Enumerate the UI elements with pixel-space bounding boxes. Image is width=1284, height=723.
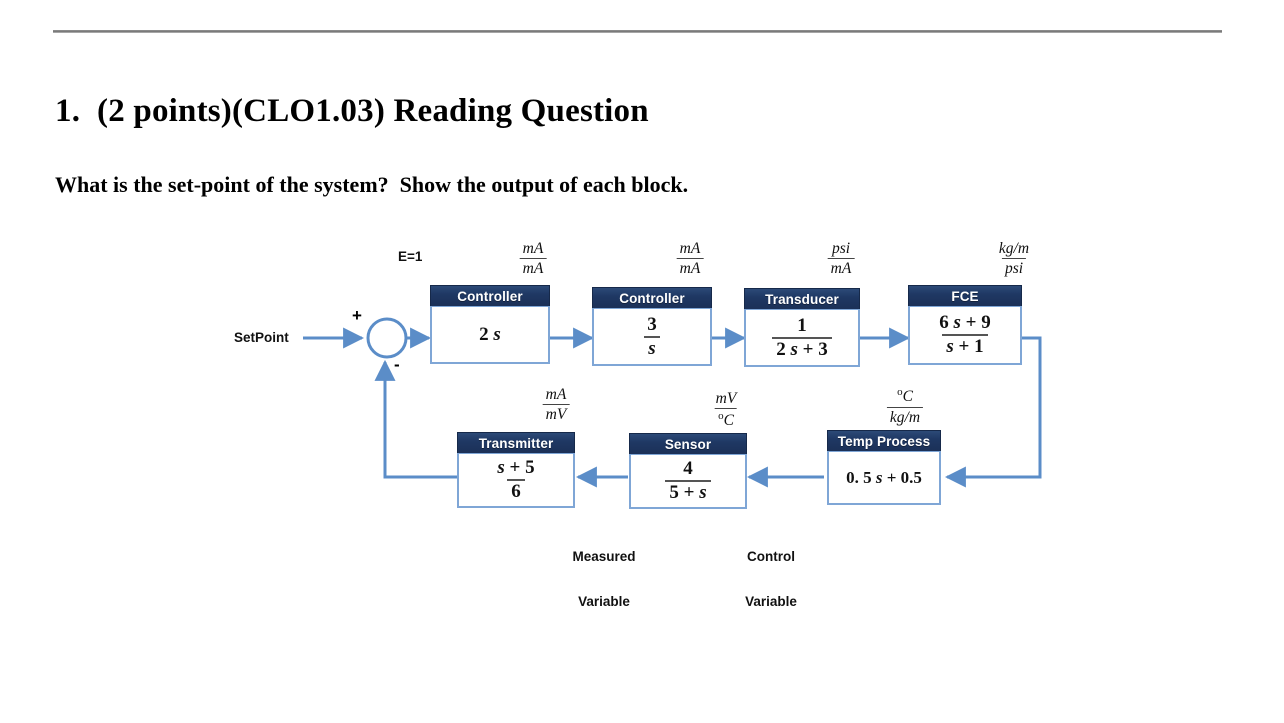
plus-sign: +: [352, 306, 362, 325]
measured-variable-label: Measured Variable: [572, 519, 635, 639]
fraction: 1 2 s + 3: [772, 314, 832, 360]
block-title: Transducer: [744, 288, 860, 311]
fraction-denominator: s: [644, 335, 660, 359]
fraction-numerator: s + 5: [497, 457, 535, 479]
transfer-function: 6 s + 9 s + 1: [935, 313, 994, 357]
minus-sign: -: [394, 355, 400, 374]
block-transmitter[interactable]: Transmitter s + 5 6: [457, 432, 575, 508]
fraction: 4 5 + s: [665, 458, 711, 503]
unit-denominator: kg/m: [886, 406, 924, 426]
unit-denominator: mA: [676, 258, 704, 277]
fraction-denominator: 2 s + 3: [772, 336, 832, 360]
block-controller-1[interactable]: Controller 2 s: [430, 285, 550, 364]
block-body: 3 s: [592, 308, 712, 366]
control-variable-label: Control Variable: [745, 519, 797, 639]
block-title: Temp Process: [827, 430, 941, 453]
fraction: 3 s: [643, 313, 661, 359]
measured-variable-line1: Measured: [572, 549, 636, 564]
transfer-function: 2 s: [479, 323, 501, 345]
unit-label-transmitter: mA mV: [542, 386, 570, 424]
fraction-numerator: 3: [647, 313, 657, 335]
block-fce[interactable]: FCE 6 s + 9 s + 1: [908, 285, 1022, 365]
unit-label-transducer: psi mA: [827, 240, 855, 278]
block-title: Controller: [592, 287, 712, 310]
unit-numerator: oC: [897, 386, 913, 406]
fraction-denominator: 6: [507, 479, 525, 502]
fraction-denominator: s + 1: [942, 334, 988, 357]
control-variable-line1: Control: [746, 549, 795, 564]
question-prompt: What is the set-point of the system? Sho…: [55, 172, 689, 197]
block-temp-process[interactable]: Temp Process 0. 5 s + 0.5: [827, 430, 941, 505]
control-variable-line2: Variable: [745, 594, 797, 609]
unit-numerator: psi: [831, 240, 851, 257]
block-body: 2 s: [430, 306, 550, 364]
block-body: s + 5 6: [457, 453, 575, 508]
block-controller-2[interactable]: Controller 3 s: [592, 287, 712, 366]
setpoint-label: SetPoint: [234, 330, 289, 345]
transfer-function: 3 s: [643, 313, 661, 359]
unit-numerator: mA: [545, 386, 567, 403]
unit-numerator: mA: [522, 240, 544, 257]
unit-label-controller-2: mA mA: [676, 240, 704, 278]
fraction-denominator: 5 + s: [665, 480, 711, 503]
measured-variable-line2: Variable: [578, 594, 630, 609]
fraction-numerator: 6 s + 9: [939, 312, 991, 334]
unit-denominator: psi: [1001, 258, 1027, 277]
header-divider: [53, 30, 1222, 33]
block-body: 1 2 s + 3: [744, 309, 860, 367]
block-transducer[interactable]: Transducer 1 2 s + 3: [744, 288, 860, 367]
unit-label-controller-1: mA mA: [519, 240, 547, 278]
fraction: 6 s + 9 s + 1: [935, 313, 994, 357]
unit-label-sensor: mV oC: [713, 390, 740, 430]
unit-numerator: kg/m: [998, 240, 1030, 257]
transfer-function: 4 5 + s: [665, 458, 711, 503]
error-label: E=1: [398, 249, 423, 264]
transfer-function: s + 5 6: [493, 458, 538, 502]
expr-text: 0. 5 s + 0.5: [846, 467, 922, 487]
block-title: Controller: [430, 285, 550, 308]
unit-label-temp-process: oC kg/m: [886, 386, 924, 426]
unit-numerator: mV: [715, 390, 737, 407]
unit-denominator: mA: [519, 258, 547, 277]
block-title: Sensor: [629, 433, 747, 456]
unit-denominator: mV: [542, 404, 570, 423]
block-body: 0. 5 s + 0.5: [827, 451, 941, 505]
unit-label-fce: kg/m psi: [996, 240, 1032, 278]
page-title: 1. (2 points)(CLO1.03) Reading Question: [55, 93, 649, 129]
block-sensor[interactable]: Sensor 4 5 + s: [629, 433, 747, 509]
summing-junction: [366, 317, 408, 359]
unit-denominator: mA: [827, 258, 855, 277]
unit-denominator: oC: [715, 408, 737, 430]
block-title: Transmitter: [457, 432, 575, 455]
fraction-numerator: 1: [797, 314, 807, 336]
block-title: FCE: [908, 285, 1022, 308]
block-body: 6 s + 9 s + 1: [908, 306, 1022, 365]
block-body: 4 5 + s: [629, 454, 747, 509]
transfer-function: 1 2 s + 3: [772, 314, 832, 360]
transfer-function: 0. 5 s + 0.5: [846, 467, 922, 487]
unit-numerator: mA: [679, 240, 701, 257]
fraction: s + 5 6: [493, 458, 538, 502]
fraction-numerator: 4: [683, 458, 693, 480]
expr-text: 2 s: [479, 323, 501, 345]
